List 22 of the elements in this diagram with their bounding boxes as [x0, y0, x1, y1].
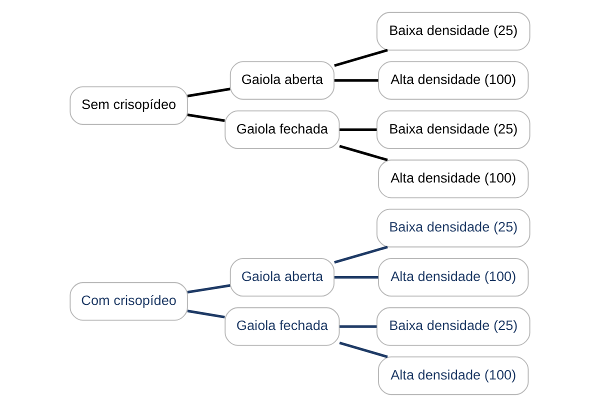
node-box: Alta densidade (100)	[378, 160, 528, 198]
connector	[334, 276, 378, 279]
connector	[186, 88, 230, 98]
node-box: Baixa densidade (25)	[376, 208, 530, 248]
node-box: Gaiola aberta	[229, 61, 334, 100]
node-box: Alta densidade (100)	[378, 258, 528, 297]
node-box: Gaiola aberta	[229, 258, 334, 297]
node-box: Alta densidade (100)	[378, 61, 528, 100]
connector	[186, 284, 230, 294]
node-box: Sem crisopídeo	[69, 86, 188, 125]
node-box: Com crisopídeo	[69, 282, 188, 321]
node-box: Alta densidade (100)	[378, 356, 528, 396]
node-box: Gaiola fechada	[224, 307, 340, 346]
connector	[334, 79, 378, 82]
node-box: Baixa densidade (25)	[376, 110, 530, 150]
node-box: Gaiola fechada	[224, 110, 340, 150]
connector	[339, 128, 376, 131]
node-box: Baixa densidade (25)	[376, 12, 530, 51]
connector	[186, 310, 224, 318]
node-box: Baixa densidade (25)	[376, 307, 530, 346]
connector	[186, 113, 224, 122]
connector	[339, 325, 376, 328]
